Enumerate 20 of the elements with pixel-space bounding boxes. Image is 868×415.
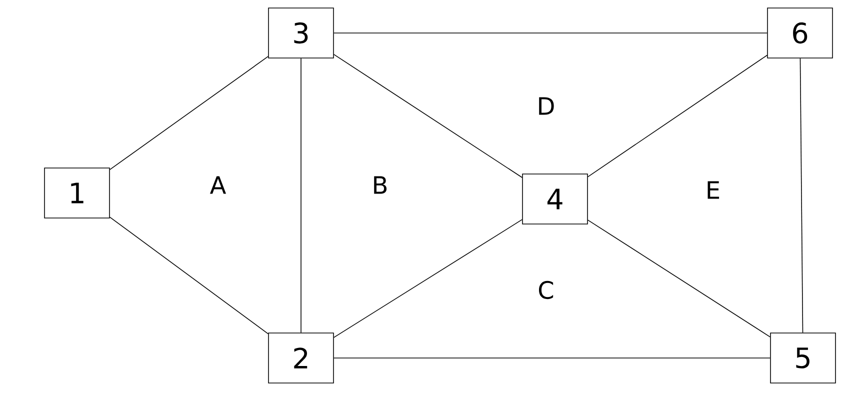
connector-line	[110, 216, 268, 334]
region-label: E	[708, 181, 720, 199]
number-box: 3	[268, 8, 334, 58]
number-box: 6	[767, 8, 833, 58]
connector-line	[110, 56, 268, 170]
number-box: 2	[268, 332, 334, 384]
connector-line	[588, 220, 770, 338]
region-label: B	[374, 176, 387, 194]
region-label: D	[539, 97, 554, 115]
number-box: 1	[44, 168, 110, 218]
number-box: 4	[522, 174, 588, 224]
connector-line	[334, 32, 768, 34]
region-label: C	[538, 280, 554, 300]
region-label: A	[210, 176, 226, 194]
connector-line	[588, 54, 768, 178]
connector-line	[334, 219, 522, 338]
number-box: 5	[770, 332, 836, 384]
connector-line	[800, 58, 804, 333]
connector-line	[300, 58, 302, 333]
connector-line	[334, 54, 522, 178]
